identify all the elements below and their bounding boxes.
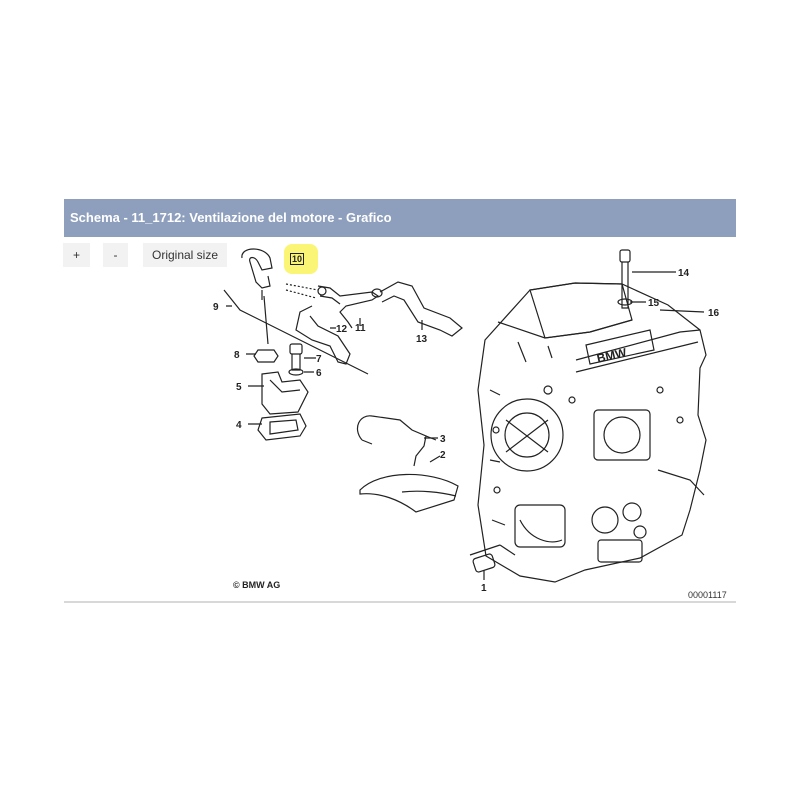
part-label-3: 3 [440, 434, 446, 445]
part-label-10: 10 [290, 253, 304, 265]
part-label-15: 15 [648, 298, 660, 309]
callout-highlight [284, 244, 318, 274]
part-label-6: 6 [316, 368, 322, 379]
part-label-14: 14 [678, 268, 690, 279]
part-label-8: 8 [234, 350, 240, 361]
part-label-9: 9 [213, 302, 219, 313]
zoom-in-button[interactable]: + [63, 243, 90, 267]
part-label-12: 12 [336, 324, 348, 335]
part-label-11: 11 [355, 323, 366, 334]
part-label-13: 13 [416, 334, 428, 345]
copyright-notice: © BMW AG [233, 580, 281, 590]
divider [64, 601, 736, 603]
parts-diagram: 1 2 3 4 5 6 7 8 9 11 12 13 14 15 16 BMW [64, 240, 738, 602]
original-size-button[interactable]: Original size [143, 243, 227, 267]
part-label-1: 1 [481, 583, 487, 594]
engine-logo: BMW [595, 345, 628, 366]
part-label-16: 16 [708, 308, 720, 319]
part-label-5: 5 [236, 382, 242, 393]
part-label-4: 4 [236, 420, 242, 431]
engine-crankcase [477, 282, 707, 583]
part-label-2: 2 [440, 450, 446, 461]
figure-number: 00001117 [688, 590, 727, 600]
page-title: Schema - 11_1712: Ventilazione del motor… [64, 199, 736, 237]
part-label-7: 7 [316, 354, 322, 365]
zoom-out-button[interactable]: - [103, 243, 128, 267]
